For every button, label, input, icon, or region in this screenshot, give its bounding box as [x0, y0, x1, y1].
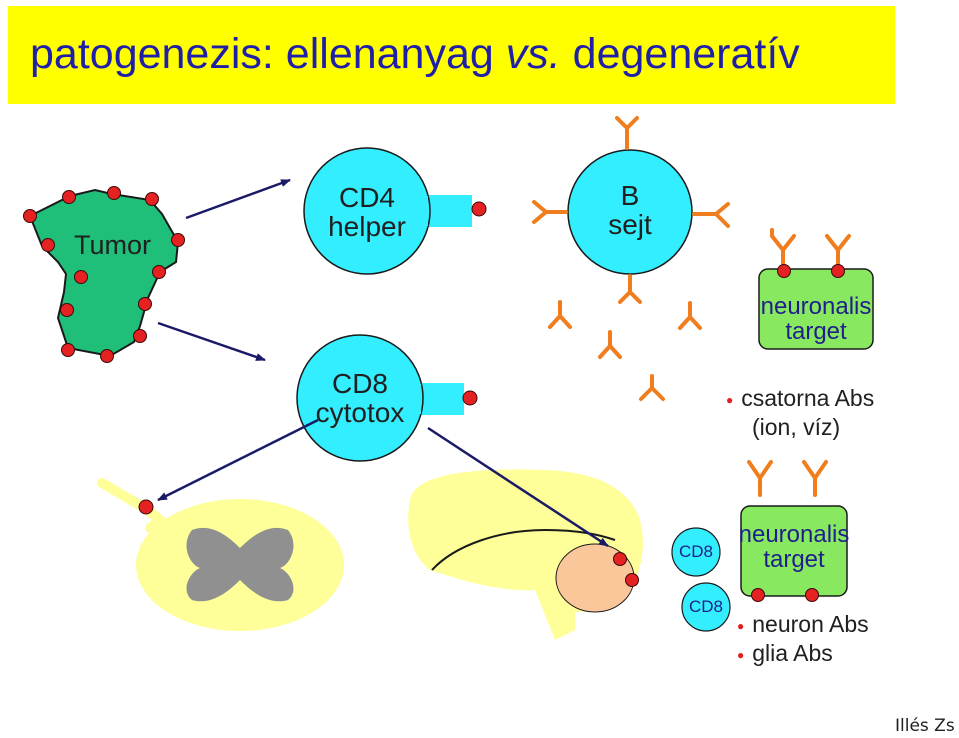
target2-label: neuronalis target [730, 521, 858, 574]
title-part1: patogenezis: ellenanyag [30, 30, 506, 78]
bullet-dot: ● [726, 392, 734, 407]
cd4-label-line1: CD4 [338, 182, 395, 213]
b-cell-label: B sejt [590, 181, 670, 240]
cd8-small-label-2: CD8 [688, 597, 723, 616]
b-cell-label-line2: sejt [608, 209, 652, 241]
title-banner: patogenezis: ellenanyag vs. degeneratív [8, 6, 895, 104]
channel-abs-bullet: ● csatorna Abs [726, 385, 874, 412]
target1-label: neuronalis target [755, 293, 877, 346]
tumor-label: Tumor [74, 230, 152, 260]
arrow-tumor-to-cd8 [157, 321, 266, 362]
neuronal-target-1 [758, 264, 874, 350]
arrow-cd8-to-brain [427, 426, 609, 548]
arrow-cd8-to-spinal [157, 418, 319, 502]
b-cell-label-line1: B [620, 180, 640, 211]
target2-label-line2: target [763, 546, 825, 574]
cd8-label-line2: cytotox [315, 397, 405, 429]
cd8-small-label-1: CD8 [678, 542, 713, 561]
glia-abs-text: glia Abs [752, 640, 833, 666]
spinal-cord-section [97, 478, 344, 631]
cd8-label-line1: CD8 [331, 368, 388, 399]
neuron-abs-bullet: ● neuron Abs [737, 611, 869, 638]
page-title: patogenezis: ellenanyag vs. degeneratív [30, 30, 800, 79]
glia-abs-bullet: ● glia Abs [737, 640, 833, 667]
target1-label-line2: target [785, 318, 847, 346]
cd4-label-line2: helper [328, 211, 406, 243]
cd4-helper-cell [303, 147, 487, 275]
channel-abs-text: csatorna Abs [741, 385, 875, 411]
title-vs: vs. [505, 30, 561, 78]
grey-matter [186, 527, 294, 602]
neuronal-target-2 [740, 505, 848, 602]
title-part2: degeneratív [560, 30, 800, 78]
cd8-label: CD8 cytotox [305, 369, 415, 428]
cd8-cytotox-cell [296, 334, 478, 462]
bullet-dot: ● [737, 647, 745, 662]
arrow-tumor-to-cd4 [185, 178, 291, 220]
bullet-dot: ● [737, 618, 745, 633]
target2-label-line1: neuronalis [738, 521, 850, 548]
channel-abs-detail: (ion, víz) [752, 414, 841, 440]
cd4-label: CD4 helper [317, 183, 417, 242]
tumor-antigens [23, 186, 185, 363]
cd8-small-cell-2 [681, 582, 731, 632]
brain-section [408, 469, 643, 640]
cd8-small-cell-1 [671, 527, 721, 577]
neuron-abs-text: neuron Abs [752, 611, 869, 637]
antibodies [532, 116, 851, 497]
spinal-antigen [138, 499, 154, 515]
target1-label-line1: neuronalis [760, 293, 872, 320]
author-credit: Illés Zs [895, 716, 955, 736]
